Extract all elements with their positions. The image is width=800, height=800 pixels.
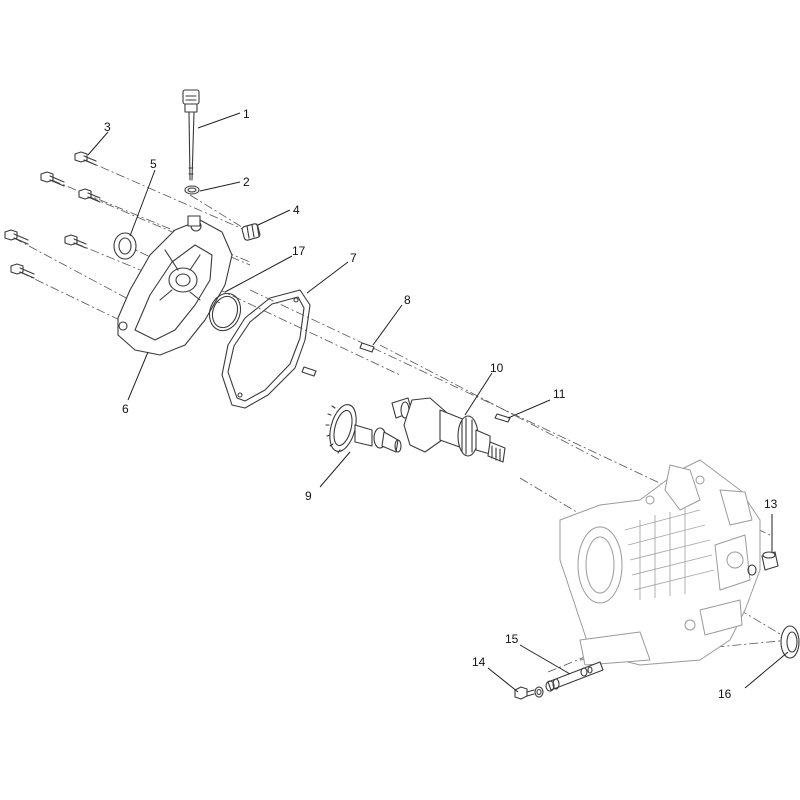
callout-16: 16	[718, 687, 732, 701]
callout-15: 15	[505, 632, 519, 646]
callout-2: 2	[243, 175, 250, 189]
callout-3: 3	[104, 120, 111, 134]
callout-labels: 1 2 3 4 5 6 7 8 9 10 11 13 14 15 16 17	[104, 107, 778, 701]
callout-5: 5	[150, 157, 157, 171]
oil-seal	[113, 232, 137, 260]
crankcase-cover	[117, 215, 233, 356]
leader-lines	[87, 112, 789, 693]
callout-7: 7	[350, 251, 357, 265]
drain-plug	[241, 223, 261, 241]
shaft-bolt	[514, 686, 544, 700]
callout-13: 13	[764, 497, 778, 511]
crankshaft	[391, 397, 506, 463]
block-plug	[747, 551, 779, 576]
callout-8: 8	[404, 293, 411, 307]
callout-17: 17	[292, 244, 306, 258]
engine-block-ghost	[559, 459, 761, 666]
cover-bolts	[4, 151, 101, 279]
callout-11: 11	[553, 387, 566, 401]
callout-1: 1	[243, 107, 250, 121]
block-oil-seal	[780, 625, 800, 659]
cover-gasket	[221, 289, 311, 409]
governor-shaft	[545, 661, 604, 692]
camshaft	[325, 404, 402, 454]
dowel-pins	[301, 342, 375, 377]
dipstick-part	[182, 89, 200, 181]
callout-6: 6	[122, 402, 129, 416]
dipstick-o-ring	[184, 185, 200, 195]
callout-4: 4	[293, 203, 300, 217]
crankshaft-key	[494, 413, 511, 423]
callout-14: 14	[472, 655, 486, 669]
callout-9: 9	[305, 489, 312, 503]
callout-10: 10	[490, 361, 504, 375]
cover-o-ring	[208, 292, 242, 332]
